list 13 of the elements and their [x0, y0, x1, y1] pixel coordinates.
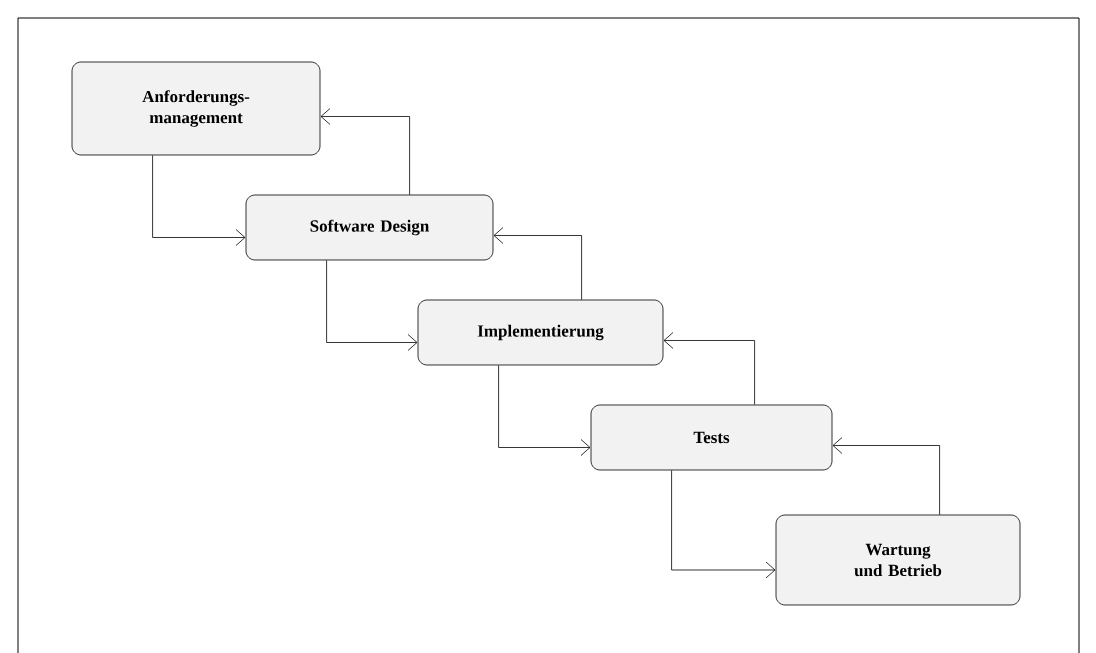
- process-box: Software Design: [245, 194, 494, 261]
- arrow: [326, 260, 418, 351]
- arrow: [671, 470, 776, 579]
- process-box: Anforderungs- management: [71, 61, 321, 156]
- arrow: [832, 437, 940, 515]
- arrow: [320, 108, 410, 195]
- arrow: [152, 155, 246, 246]
- process-box: Wartung und Betrieb: [775, 514, 1021, 606]
- process-box: Implementierung: [417, 299, 664, 366]
- arrow: [498, 365, 591, 456]
- arrow: [493, 227, 582, 300]
- process-box: Tests: [590, 404, 833, 471]
- arrow: [663, 332, 755, 405]
